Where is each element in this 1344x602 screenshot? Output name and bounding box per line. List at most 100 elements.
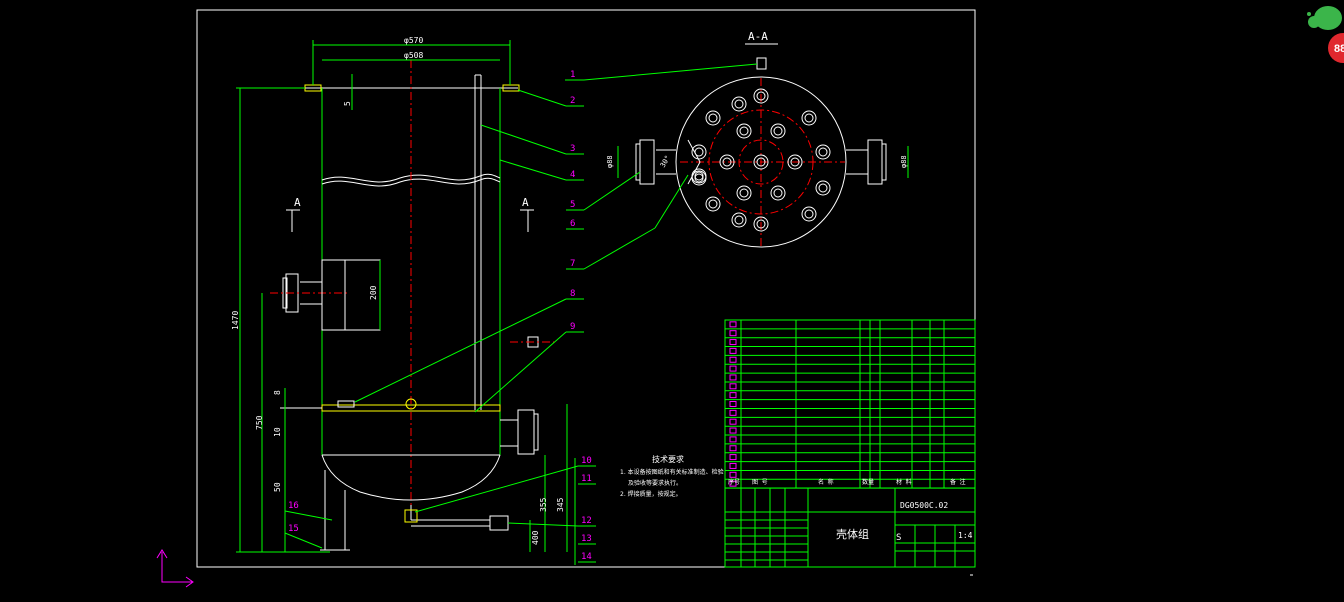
balloon-14: 14 bbox=[581, 552, 592, 562]
tube-hole bbox=[731, 96, 747, 112]
dim-angle: 30° bbox=[659, 154, 672, 169]
tube-hole-inner bbox=[773, 188, 783, 198]
scale-b: 1:4 bbox=[958, 531, 973, 540]
bom-row-marker bbox=[729, 347, 737, 354]
tube-hole bbox=[770, 185, 786, 201]
balloon-15: 15 bbox=[288, 524, 299, 534]
bom-row-marker bbox=[729, 383, 737, 390]
tube-hole-inner bbox=[773, 126, 783, 136]
bom-row-marker bbox=[729, 321, 737, 328]
scale-a: S bbox=[896, 533, 901, 543]
tube-holes bbox=[691, 88, 831, 232]
balloon-9: 9 bbox=[570, 322, 575, 332]
floating-assistant-widget[interactable]: 88 bbox=[1306, 0, 1344, 72]
dim-d88-right: φ88 bbox=[900, 155, 908, 168]
tube-hole-inner bbox=[739, 188, 749, 198]
balloon-13: 13 bbox=[581, 534, 592, 544]
section-view bbox=[617, 57, 909, 248]
tube-hole-inner bbox=[804, 209, 814, 219]
dim-10: 10 bbox=[273, 427, 282, 437]
bom-row-marker bbox=[729, 330, 737, 337]
bom-row-marker bbox=[729, 445, 737, 452]
tube-hole-inner bbox=[734, 215, 744, 225]
tube-hole bbox=[753, 154, 769, 170]
tube-hole bbox=[705, 196, 721, 212]
bom-row-marker bbox=[729, 471, 737, 478]
leaf-icon bbox=[1307, 6, 1342, 30]
ucs-icon bbox=[156, 549, 194, 588]
drawing-number: DG0500C.02 bbox=[900, 501, 948, 510]
leader-lines bbox=[284, 63, 758, 563]
tube-hole bbox=[736, 185, 752, 201]
balloon-6: 6 bbox=[570, 219, 575, 229]
dim-d508: φ508 bbox=[404, 51, 423, 60]
tube-hole-inner bbox=[734, 99, 744, 109]
tube-hole bbox=[719, 154, 735, 170]
tube-hole bbox=[753, 216, 769, 232]
dimension-lines bbox=[236, 40, 778, 565]
tube-hole bbox=[815, 144, 831, 160]
bom-row-marker bbox=[729, 365, 737, 372]
dim-d88-left: φ88 bbox=[606, 155, 614, 168]
tube-hole-inner bbox=[756, 91, 766, 101]
tube-hole bbox=[705, 110, 721, 126]
balloon-11: 11 bbox=[581, 474, 592, 484]
dim-d570: φ570 bbox=[404, 36, 423, 45]
balloon-1: 1 bbox=[570, 70, 575, 80]
section-label: A-A bbox=[748, 30, 768, 43]
balloon-labels: 1 2 3 4 5 6 7 8 9 10 11 12 13 14 15 16 bbox=[288, 70, 592, 562]
bom-row-marker bbox=[729, 436, 737, 443]
dim-50: 50 bbox=[273, 482, 282, 492]
tube-hole-inner bbox=[756, 157, 766, 167]
balloon-7: 7 bbox=[570, 259, 575, 269]
tube-hole-inner bbox=[804, 113, 814, 123]
section-mark-right: A bbox=[522, 196, 529, 209]
dim-5: 5 bbox=[343, 101, 352, 106]
bom-row-marker bbox=[729, 454, 737, 461]
drawing-frame bbox=[196, 9, 976, 568]
tube-hole bbox=[770, 123, 786, 139]
dim-355: 355 bbox=[539, 497, 548, 512]
tube-hole bbox=[787, 154, 803, 170]
tube-hole bbox=[801, 206, 817, 222]
header-no: 序号 bbox=[728, 478, 740, 486]
header-material: 材 料 bbox=[896, 478, 912, 486]
bom-row-marker bbox=[729, 409, 737, 416]
bom-row-marker bbox=[729, 356, 737, 363]
dim-400: 400 bbox=[531, 530, 540, 545]
vessel-elevation bbox=[270, 60, 558, 551]
tube-hole bbox=[815, 180, 831, 196]
bom-row-marker bbox=[729, 480, 737, 487]
tube-hole-inner bbox=[694, 171, 704, 181]
badge-count: 88 bbox=[1334, 43, 1344, 55]
balloon-16: 16 bbox=[288, 501, 299, 511]
balloon-5: 5 bbox=[570, 200, 575, 210]
tube-hole-inner bbox=[818, 183, 828, 193]
technical-notes: 技术要求 1. 本设备按图纸和有关标准制造、检验 及验收等要求执行。 2. 焊接… bbox=[620, 454, 724, 498]
balloon-3: 3 bbox=[570, 144, 575, 154]
header-name: 名 称 bbox=[818, 478, 834, 486]
bom-row-marker bbox=[729, 401, 737, 407]
part-name: 壳体组 bbox=[836, 527, 869, 541]
bom-row-marker bbox=[729, 427, 737, 434]
dim-200: 200 bbox=[369, 285, 378, 300]
tube-hole-inner bbox=[756, 219, 766, 229]
notes-line-2: 及验收等要求执行。 bbox=[628, 479, 682, 487]
dim-345: 345 bbox=[556, 497, 565, 512]
tube-hole bbox=[691, 170, 707, 186]
header-dwg: 图 号 bbox=[752, 479, 768, 486]
tube-hole bbox=[736, 123, 752, 139]
balloon-10: 10 bbox=[581, 456, 592, 466]
bom-row-marker bbox=[729, 462, 737, 469]
notes-line-1: 1. 本设备按图纸和有关标准制造、检验 bbox=[620, 468, 724, 476]
tube-hole-inner bbox=[818, 147, 828, 157]
tube-hole bbox=[753, 88, 769, 104]
bom-row-marker bbox=[729, 339, 737, 346]
dim-1470: 1470 bbox=[231, 311, 240, 330]
parts-list bbox=[724, 319, 976, 568]
dim-750: 750 bbox=[255, 415, 264, 430]
tube-hole-inner bbox=[694, 147, 704, 157]
notification-badge[interactable] bbox=[1328, 33, 1344, 63]
tube-hole-inner bbox=[708, 199, 718, 209]
